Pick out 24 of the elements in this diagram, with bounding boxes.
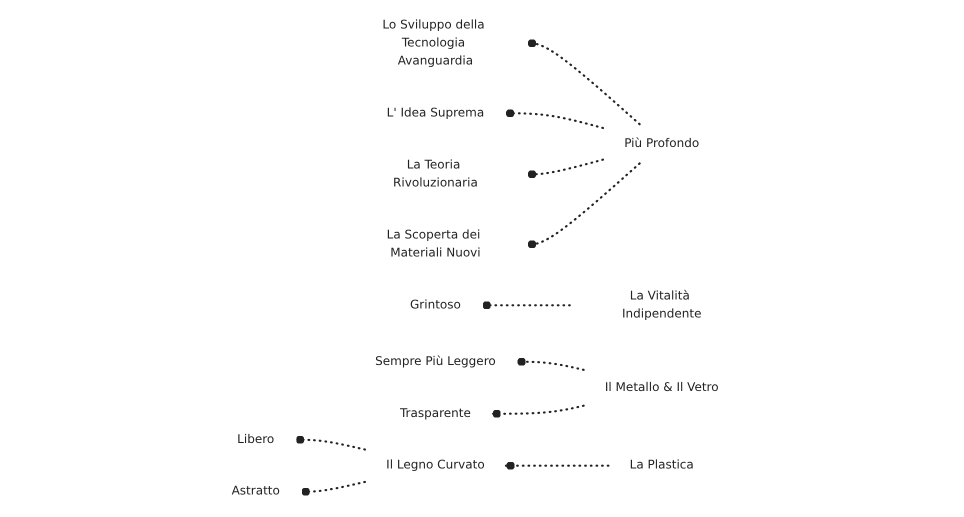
connector <box>504 461 610 470</box>
connector <box>300 480 366 496</box>
connector <box>504 109 604 130</box>
node-text: L' Idea Suprema <box>386 106 484 120</box>
node-text: Sempre Più Leggero <box>375 354 496 368</box>
connector <box>526 158 604 179</box>
node-text: Lo Sviluppo della Tecnologia Avanguardia <box>382 18 485 68</box>
node-text: Il Metallo & Il Vetro <box>604 380 719 394</box>
connector <box>481 301 571 310</box>
connector <box>516 358 585 371</box>
connector <box>491 404 585 418</box>
node-text: Più Profondo <box>624 136 700 150</box>
node-text: La Vitalità Indipendente <box>622 288 702 321</box>
node-text: Trasparente <box>400 406 471 420</box>
node-text: La Plastica <box>630 458 694 472</box>
node-text: Libero <box>237 432 274 446</box>
node-text: La Scoperta dei Materiali Nuovi <box>386 228 481 260</box>
node-text: Grintoso <box>410 298 461 312</box>
node-text: La Teoria Rivoluzionaria <box>393 158 478 190</box>
node-text: Il Legno Curvato <box>386 458 485 472</box>
node-text: Astratto <box>232 484 280 498</box>
connector <box>294 435 366 451</box>
connector <box>526 162 641 249</box>
connector <box>526 39 641 126</box>
